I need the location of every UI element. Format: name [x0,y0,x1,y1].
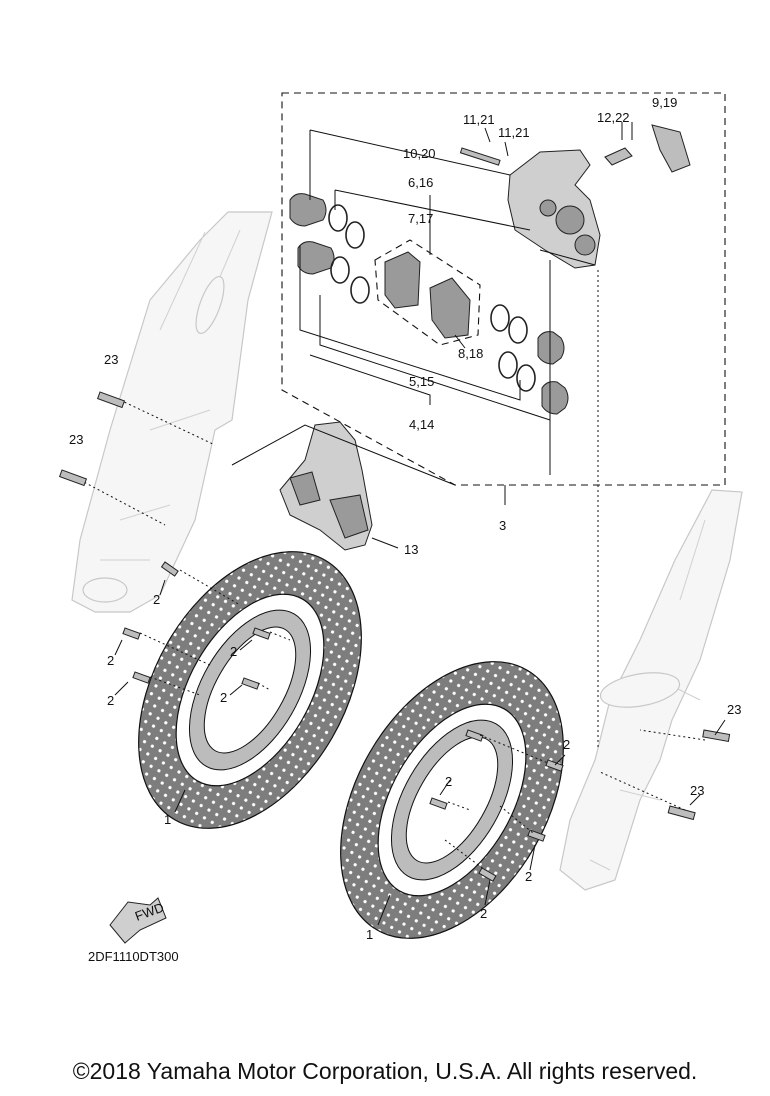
callout-7-17: 7,17 [408,211,433,226]
bolt-23-c [702,729,731,742]
callout-1-b: 1 [366,927,373,942]
callout-2-h: 2 [525,869,532,884]
callout-10-20: 10,20 [403,146,436,161]
piston-left-upper [289,193,327,227]
bolt-23-a [96,391,126,409]
caliper-kit-boundary [281,92,726,486]
bolt-23-b [58,469,88,487]
caliper-bolts [58,391,731,821]
callout-2-i: 2 [480,906,487,921]
piston-right-lower [541,381,569,415]
callout-labels: 9,19 11,21 11,21 12,22 10,20 6,16 7,17 8… [69,95,741,964]
callout-2-e: 2 [220,690,227,705]
callout-13: 13 [404,542,418,557]
disc-bolts [122,561,564,882]
forward-direction-arrow: FWD [109,897,167,944]
callout-6-16: 6,16 [408,175,433,190]
disc-leaders [114,579,726,926]
brake-disc-left [138,551,362,829]
callout-2-g: 2 [445,774,452,789]
brake-pad-1 [384,251,421,309]
callout-5-15: 5,15 [409,374,434,389]
callout-1-a: 1 [164,812,171,827]
callout-11-21-b: 11,21 [498,125,530,140]
copyright-notice: ©2018 Yamaha Motor Corporation, U.S.A. A… [72,1058,698,1084]
callout-23-a: 23 [104,352,118,367]
callout-23-c: 23 [727,702,741,717]
caliper-assembly-exploded [289,122,691,505]
caliper-assembled [279,421,399,551]
pad-pin [459,147,501,166]
pad-spring [651,124,691,173]
brake-pad-2 [429,277,471,339]
brake-disc-right [340,661,564,939]
callout-9-19: 9,19 [652,95,677,110]
piston-left-lower [297,241,335,275]
callout-3: 3 [499,518,506,533]
callout-4-14: 4,14 [409,417,434,432]
callout-12-22: 12,22 [597,110,630,125]
right-fork-leg [559,489,743,891]
diagram-id: 2DF1110DT300 [88,949,179,964]
callout-23-d: 23 [690,783,704,798]
callout-2-d: 2 [230,644,237,659]
callout-2-c: 2 [107,693,114,708]
piston-right-upper [537,331,565,365]
left-fork-leg [71,211,273,613]
callout-2-f: 2 [563,737,570,752]
callout-2-a: 2 [153,592,160,607]
bolt-23-d [667,805,696,821]
callout-8-18: 8,18 [458,346,483,361]
callout-11-21-a: 11,21 [463,112,495,127]
mounting-leaders [79,270,706,811]
bleed-screw [604,147,633,166]
callout-23-b: 23 [69,432,83,447]
callout-2-b: 2 [107,653,114,668]
